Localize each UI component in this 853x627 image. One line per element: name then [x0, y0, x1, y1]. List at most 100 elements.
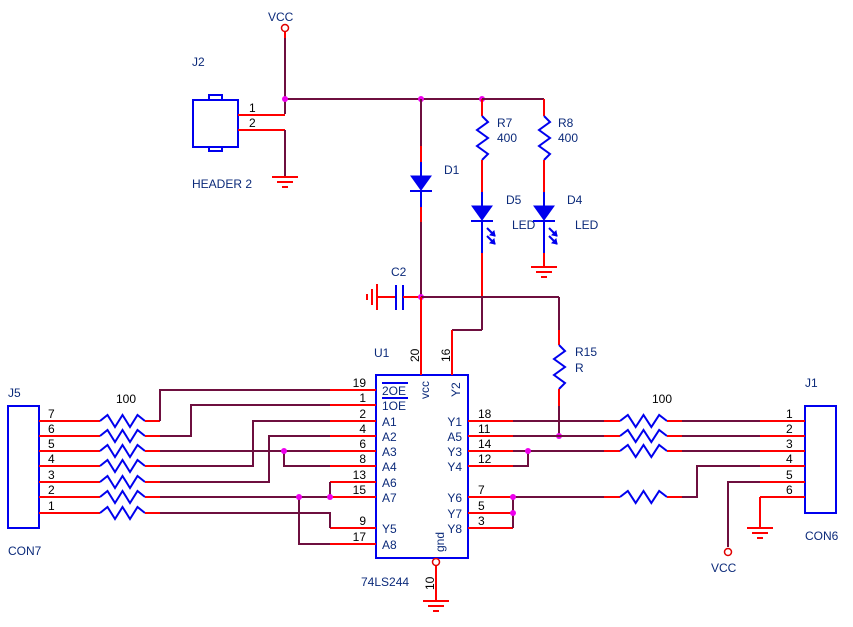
- d5-ref: D5: [506, 193, 522, 207]
- r8-value: 400: [558, 131, 578, 145]
- resistor-icon: [99, 413, 146, 429]
- vcc-terminal-icon: [280, 23, 290, 33]
- d4-value: LED: [575, 218, 599, 232]
- j1-pin-number: 1: [786, 407, 793, 421]
- j1-resistor-value: 100: [652, 392, 672, 406]
- j2-pin1: 1: [249, 101, 256, 115]
- resistor-icon: [99, 505, 146, 521]
- u1-pin-name: Y4: [447, 460, 462, 474]
- right-nets: [510, 420, 760, 547]
- j5-resistor-value: 100: [116, 392, 136, 406]
- resistor-icon: [619, 443, 668, 459]
- u1-pin-name-gnd: gnd: [433, 532, 447, 552]
- u1-pin-name: Y8: [447, 522, 462, 536]
- u1-pin-name: Y1: [447, 415, 462, 429]
- u1-pin-name: A6: [382, 476, 397, 490]
- vcc-label: VCC: [711, 561, 737, 575]
- u1-pin-name: Y3: [447, 445, 462, 459]
- connector-j2[interactable]: J2 1 2 HEADER 2: [192, 55, 286, 191]
- r7-value: 400: [497, 131, 517, 145]
- junction-dot: [525, 448, 531, 454]
- r8-ref: R8: [558, 116, 574, 130]
- diode-d1[interactable]: D1: [410, 99, 460, 297]
- resistor-r7[interactable]: R7 400: [475, 99, 517, 192]
- u1-pin-name: Y7: [447, 507, 462, 521]
- ic-u1-74ls244[interactable]: U1 20 16 vcc Y2 10 gnd 74LS244 192OE11OE…: [330, 297, 513, 601]
- r7-ref: R7: [497, 116, 513, 130]
- u1-pin-name: A1: [382, 415, 397, 429]
- resistor-icon: [619, 413, 668, 429]
- r15-ref: R15: [575, 345, 597, 359]
- ground-icon: [272, 176, 298, 188]
- led-icon: [533, 205, 555, 221]
- j2-body: [192, 99, 239, 148]
- u1-pin-number: 15: [353, 483, 367, 497]
- led-d4[interactable]: D4 LED: [533, 192, 599, 267]
- resistor-icon: [99, 428, 146, 444]
- j1-pin-number: 4: [786, 452, 793, 466]
- u1-pin-name-vcc: vcc: [418, 381, 432, 399]
- u1-pin-name: 1OE: [382, 399, 406, 413]
- resistor-icon: [552, 344, 567, 390]
- ground-icon: [366, 284, 378, 310]
- resistor-r8[interactable]: R8 400: [482, 98, 578, 192]
- j1-value: CON6: [805, 529, 839, 543]
- j1-pin-number: 2: [786, 422, 793, 436]
- led-icon: [471, 205, 493, 221]
- j5-pin-number: 6: [48, 422, 55, 436]
- u1-pin-name-y2: Y2: [449, 382, 463, 397]
- led-d5[interactable]: D5 LED: [471, 192, 536, 297]
- u1-pin-name: A8: [382, 538, 397, 552]
- u1-pin-number: 1: [359, 391, 366, 405]
- j5-pin-number: 3: [48, 468, 55, 482]
- u1-pin-number: 8: [359, 452, 366, 466]
- junction-dot: [327, 494, 333, 500]
- j5-pin-number: 7: [48, 407, 55, 421]
- u1-pin-number: 18: [478, 407, 492, 421]
- u1-pin-number: 7: [478, 483, 485, 497]
- u1-ref: U1: [374, 346, 390, 360]
- j1-pin-number: 6: [786, 483, 793, 497]
- j2-pin2: 2: [249, 116, 256, 130]
- u1-pin-number: 6: [359, 437, 366, 451]
- u1-pin-number: 12: [478, 452, 492, 466]
- u1-pin-number: 11: [478, 422, 491, 436]
- u1-pin-name: A5: [447, 430, 462, 444]
- u1-pin-name: A3: [382, 445, 397, 459]
- j5-pin-number: 2: [48, 483, 55, 497]
- junction-dot: [510, 510, 516, 516]
- resistor-icon: [99, 458, 146, 474]
- j5-pin-number: 1: [48, 499, 55, 513]
- u1-pin-name: Y6: [447, 491, 462, 505]
- u1-pin-name: 2OE: [382, 384, 406, 398]
- j1-body: [804, 405, 837, 514]
- resistor-icon: [99, 489, 146, 505]
- r15-value: R: [575, 361, 584, 375]
- d5-value: LED: [512, 218, 536, 232]
- u1-pin-16: 16: [439, 348, 453, 362]
- resistor-icon: [537, 115, 552, 161]
- j5-pin-number: 5: [48, 437, 55, 451]
- u1-pin-name: Y5: [382, 522, 397, 536]
- left-nets: [159, 389, 333, 545]
- u1-pin-name: A2: [382, 430, 397, 444]
- resistor-r15[interactable]: R15 R: [552, 330, 597, 436]
- u1-pin-number: 2: [359, 407, 366, 421]
- junction-dot: [510, 494, 516, 500]
- ground-icon: [423, 600, 449, 612]
- ground-icon: [747, 527, 773, 539]
- j2-value: HEADER 2: [192, 177, 252, 191]
- resistor-icon: [99, 474, 146, 490]
- j1-pin-number: 3: [786, 437, 793, 451]
- junction-dot: [281, 448, 287, 454]
- j1-pin-number: 5: [786, 468, 793, 482]
- capacitor-c2[interactable]: C2: [377, 265, 421, 310]
- resistor-icon: [475, 115, 490, 161]
- junction-dot: [282, 96, 288, 102]
- resistor-icon: [619, 489, 668, 505]
- resistor-icon: [99, 443, 146, 459]
- u1-value: 74LS244: [361, 575, 409, 589]
